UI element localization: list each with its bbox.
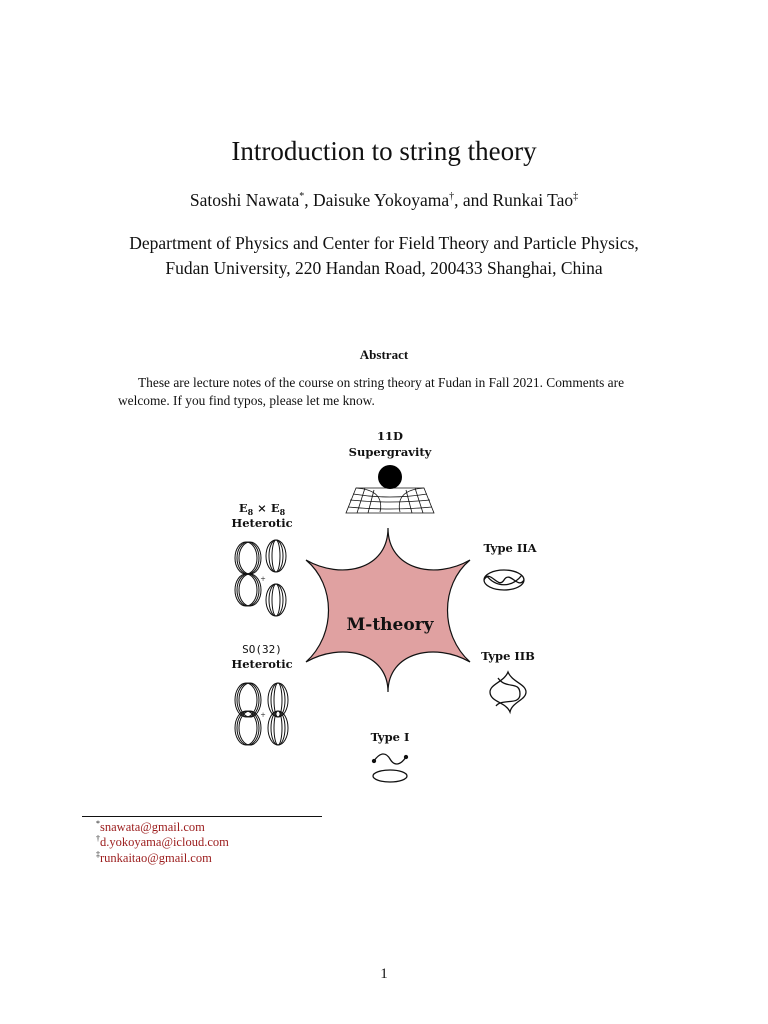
footnote-mark: ‡: [96, 849, 100, 859]
e8-heterotic-label-line1: E8 × E8: [239, 501, 286, 517]
affiliation-line: Department of Physics and Center for Fie…: [129, 233, 639, 253]
plus-sign: +: [260, 710, 265, 720]
author-separator: , and: [454, 190, 493, 210]
e8-heterotic-string-icon: [234, 539, 287, 617]
warped-spacetime-icon: [345, 487, 435, 514]
author-separator: ,: [304, 190, 313, 210]
type-iib-string-icon: [489, 670, 527, 715]
abstract-heading: Abstract: [359, 347, 409, 362]
email-link[interactable]: d.yokoyama@icloud.com: [100, 835, 229, 849]
black-hole-icon: [378, 465, 402, 489]
so32-heterotic-string-icon: [234, 682, 289, 746]
page-number: 1: [380, 966, 388, 982]
footnote-mark: †: [96, 833, 100, 843]
footnote-email-2[interactable]: †d.yokoyama@icloud.com: [96, 833, 229, 850]
footnote-mark: ‡: [573, 191, 579, 203]
type-iia-string-icon: [483, 569, 525, 591]
type-iib-label: Type IIB: [481, 649, 535, 663]
affiliation-line: Fudan University, 220 Handan Road, 20043…: [165, 258, 603, 278]
footnote-mark: *: [96, 818, 100, 828]
type-i-string-icon: [371, 753, 409, 783]
footnote-email-3[interactable]: ‡runkaitao@gmail.com: [96, 849, 212, 866]
footnote-mark: †: [449, 191, 455, 203]
sugra-label-line1: 11D: [377, 429, 403, 443]
type-iia-label: Type IIA: [483, 541, 537, 555]
email-link[interactable]: snawata@gmail.com: [100, 820, 205, 834]
so32-heterotic-label-line2: Heterotic: [231, 657, 292, 671]
author-name: Runkai Tao: [492, 190, 574, 210]
type-i-label: Type I: [371, 730, 410, 744]
sugra-label-line2: Supergravity: [349, 445, 432, 459]
author-name: Daisuke Yokoyama: [312, 190, 450, 210]
so32-heterotic-label-line1: SO(32): [242, 643, 282, 656]
affiliation: Department of Physics and Center for Fie…: [0, 231, 768, 281]
author-list: Satoshi Nawata*, Daisuke Yokoyama†, and …: [0, 190, 768, 211]
footnote-rule: [82, 816, 322, 817]
footnote-mark: *: [299, 191, 305, 203]
m-theory-label: M-theory: [346, 615, 434, 635]
e8-heterotic-label-line2: Heterotic: [231, 516, 292, 530]
m-theory-diagram: 11D Supergravity M-theory E8 × E8 Hetero…: [231, 429, 538, 783]
footnote-email-1[interactable]: *snawata@gmail.com: [96, 818, 205, 835]
plus-sign: +: [260, 574, 265, 584]
abstract-text: These are lecture notes of the course on…: [118, 375, 625, 408]
author-name: Satoshi Nawata: [189, 190, 300, 210]
paper-title: Introduction to string theory: [231, 136, 537, 166]
email-link[interactable]: runkaitao@gmail.com: [100, 851, 212, 865]
m-theory-star: [305, 527, 471, 693]
